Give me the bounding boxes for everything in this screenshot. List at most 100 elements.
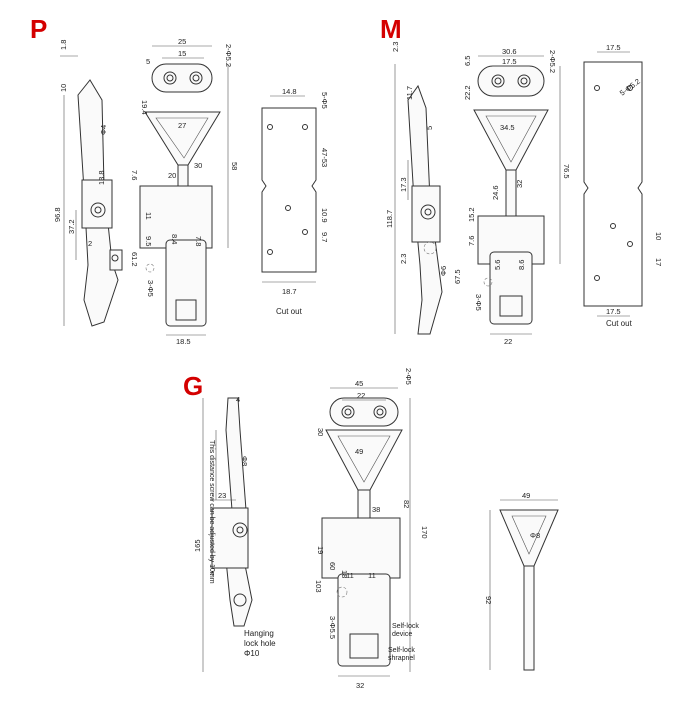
p-cutout-dim-1: 14.8 bbox=[282, 87, 297, 96]
m-front-view: 30.6 17.5 6.5 2-Φ5.2 22.2 34.5 76.5 32 2… bbox=[463, 47, 571, 346]
g-side-view: 4 Φ8 This distance screw can be adjusted… bbox=[193, 395, 276, 672]
g-front-dim-10: 60 bbox=[328, 562, 337, 570]
g-front-hook-plate bbox=[337, 573, 391, 667]
g-front-shrapnel-label-2: shrapnel bbox=[388, 655, 415, 662]
g-side-pivot bbox=[232, 522, 248, 538]
p-cutout-plate bbox=[261, 107, 317, 273]
model-letter-p: P bbox=[30, 14, 47, 44]
g-bolt-dim-1: 49 bbox=[522, 491, 530, 500]
p-front-body bbox=[139, 185, 213, 249]
p-front-dim-11: 11 bbox=[144, 212, 153, 220]
g-front-dim-4: 30 bbox=[316, 428, 325, 436]
m-side-dim-1: 2.3 bbox=[391, 42, 400, 52]
p-front-view: 25 15 5 2-Φ5.2 19.4 27 58 30 20 7.6 11 9… bbox=[130, 37, 239, 346]
g-side-hole-label-2: lock hole bbox=[244, 639, 276, 648]
g-front-dim-7: 170 bbox=[420, 526, 429, 539]
g-side-dim-3: This distance screw can be adjusted by 1… bbox=[208, 440, 215, 584]
m-side-dim-7: Φ6 bbox=[439, 266, 448, 276]
p-front-dim-12: 9.5 bbox=[144, 236, 153, 246]
m-front-dim-15: 22 bbox=[504, 337, 512, 346]
p-cutout-view: 14.8 5-Φ5 47-53 10.9 9.7 18.7 Cut out bbox=[261, 87, 329, 316]
m-cutout-dim-2: 5-Φ5.2 bbox=[618, 77, 642, 98]
p-cutout-caption: Cut out bbox=[276, 307, 303, 316]
g-bolt-detail-view: 49 Φ8 92 bbox=[484, 491, 559, 671]
m-front-dim-14: 3-Φ5 bbox=[474, 294, 483, 311]
model-letter-g: G bbox=[183, 371, 203, 401]
m-front-dim-7: 76.5 bbox=[562, 164, 571, 179]
m-front-dim-11: 7.6 bbox=[467, 236, 476, 246]
m-front-dim-9: 24.6 bbox=[491, 185, 500, 200]
g-front-dim-8: 38 bbox=[372, 505, 380, 514]
g-front-lock-label-2: device bbox=[392, 631, 412, 638]
g-front-view: 45 22 2-Φ5 30 49 82 170 38 19 60 18 11 1… bbox=[314, 368, 429, 690]
p-cutout-dim-5: 9.7 bbox=[320, 232, 329, 242]
m-front-triangle-loop bbox=[473, 109, 549, 171]
p-front-dim-2: 15 bbox=[178, 49, 186, 58]
p-side-dim-5: 96.8 bbox=[53, 207, 62, 222]
p-front-top-plate bbox=[151, 63, 213, 93]
p-front-triangle-loop bbox=[144, 111, 221, 166]
p-front-dim-5: 19.4 bbox=[140, 100, 149, 115]
m-front-dim-12: 5.6 bbox=[493, 260, 502, 270]
g-bolt-triangle-head bbox=[499, 509, 559, 567]
p-side-dim-6: 37.2 bbox=[67, 219, 76, 234]
m-side-dim-2: 11.7 bbox=[405, 86, 414, 100]
m-front-dim-2: 17.5 bbox=[502, 57, 517, 66]
p-side-pivot bbox=[90, 202, 106, 218]
p-front-dim-3: 5 bbox=[146, 57, 150, 66]
m-cutout-dim-1: 17.5 bbox=[606, 43, 621, 52]
m-front-dim-3: 6.5 bbox=[463, 56, 472, 66]
m-cutout-dim-4: 17 bbox=[654, 258, 663, 266]
g-side-hole-label-1: Hanging bbox=[244, 629, 274, 638]
m-front-dim-4: 2-Φ5.2 bbox=[548, 50, 557, 73]
m-side-dim-6: 2.3 bbox=[399, 254, 408, 264]
m-cutout-plate bbox=[583, 61, 643, 307]
p-front-dim-6: 27 bbox=[178, 121, 186, 130]
m-front-dim-10: 15.2 bbox=[467, 207, 476, 222]
m-side-dim-4: 17.3 bbox=[399, 177, 408, 192]
p-front-dim-10: 7.6 bbox=[130, 170, 139, 180]
g-side-dim-1: 4 bbox=[236, 395, 240, 404]
model-letter-m: M bbox=[380, 14, 402, 44]
g-front-dim-1: 45 bbox=[355, 379, 363, 388]
p-side-body bbox=[81, 179, 113, 229]
g-side-dim-5: 165 bbox=[193, 539, 202, 552]
g-bolt-dim-3: 92 bbox=[484, 596, 493, 604]
p-side-dim-7: 2 bbox=[88, 239, 92, 248]
g-side-dim-6: 4 bbox=[210, 569, 214, 578]
p-cutout-dim-3: 47-53 bbox=[320, 148, 329, 167]
p-front-dim-9: 20 bbox=[168, 171, 176, 180]
g-front-lock-label-1: Self-lock bbox=[392, 623, 419, 630]
g-front-dim-12: 11 bbox=[346, 571, 354, 580]
m-front-dim-13: 8.6 bbox=[517, 260, 526, 270]
p-front-dim-8: 30 bbox=[194, 161, 202, 170]
m-front-dim-6: 34.5 bbox=[500, 123, 515, 132]
g-front-dim-16: 32 bbox=[356, 681, 364, 690]
p-front-dim-14: 8.4 bbox=[170, 234, 179, 244]
m-front-dim-1: 30.6 bbox=[502, 47, 517, 56]
g-front-dim-15: 3-Φ5.5 bbox=[328, 616, 337, 639]
g-side-body bbox=[211, 507, 249, 569]
p-cutout-dim-4: 10.9 bbox=[320, 208, 329, 223]
p-front-hook-plate bbox=[165, 239, 207, 327]
p-front-dim-13: 61.2 bbox=[130, 252, 139, 267]
p-front-dim-17: 18.5 bbox=[176, 337, 191, 346]
p-front-dim-4: 2-Φ5.2 bbox=[224, 44, 233, 67]
g-front-shrapnel-label-1: Self-lock bbox=[388, 647, 415, 654]
m-cutout-dim-5: 17.5 bbox=[606, 307, 621, 316]
p-cutout-dim-6: 18.7 bbox=[282, 287, 297, 296]
g-bolt-dim-2: Φ8 bbox=[530, 531, 540, 540]
g-bolt-shank bbox=[523, 565, 535, 671]
g-side-hole-label-3: Φ10 bbox=[244, 649, 260, 658]
g-front-dim-14: 103 bbox=[314, 580, 323, 593]
p-side-bracket bbox=[109, 249, 123, 271]
g-front-dim-5: 49 bbox=[355, 447, 363, 456]
m-front-top-plate bbox=[477, 65, 545, 97]
g-front-triangle-loop bbox=[325, 429, 403, 491]
p-side-dim-3: Φ4 bbox=[99, 125, 108, 135]
m-cutout-dim-3: 10 bbox=[654, 232, 663, 240]
p-front-dim-16: 3-Φ5 bbox=[146, 280, 155, 297]
g-front-body bbox=[321, 517, 401, 579]
